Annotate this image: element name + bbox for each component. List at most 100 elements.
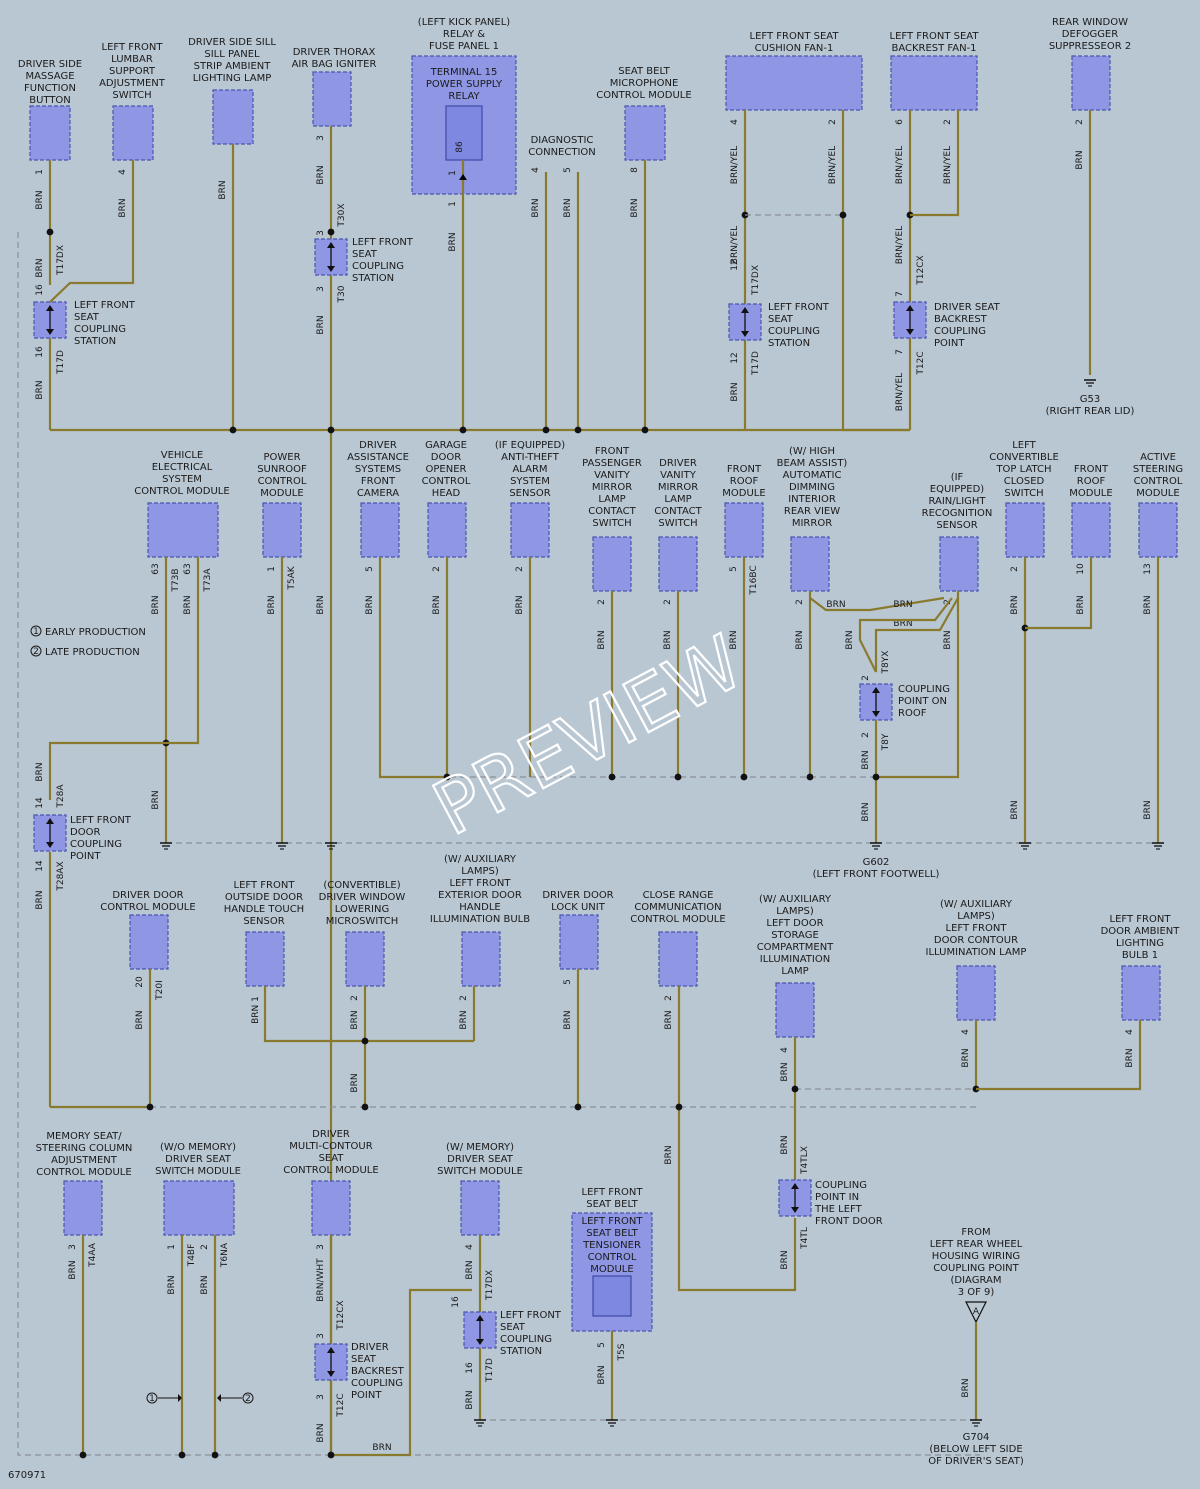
pin-number: 2 <box>795 599 805 605</box>
pin-number: 2 <box>828 119 838 125</box>
wire-color-label: BRN <box>459 1010 469 1029</box>
wire-color-label: BRN <box>1125 1048 1135 1067</box>
coupler-arrow <box>46 329 54 335</box>
connector-id: T12C <box>916 351 926 375</box>
pin-number: 4 <box>1125 1029 1135 1035</box>
pin-number: 13 <box>1143 563 1153 574</box>
driver-massage-button <box>29 105 71 161</box>
pin-number: 63 <box>183 563 193 574</box>
connector-id: T12C <box>336 1393 346 1417</box>
wire-color-label: BRN <box>1075 150 1085 169</box>
coupler-arrow <box>327 1371 335 1377</box>
connector-id: T30X <box>337 203 347 227</box>
splice-node <box>608 773 616 781</box>
splice-node <box>542 426 550 434</box>
pin-number: 2 <box>663 599 673 605</box>
splice-node <box>641 426 649 434</box>
pin-number: 5 <box>597 1342 607 1348</box>
wire-color-label: BRN <box>730 382 740 401</box>
wire <box>378 557 447 779</box>
wire-color-label: BRN <box>465 1260 475 1279</box>
wire-color-label: BRN <box>961 1048 971 1067</box>
memory-seat-switch-module <box>460 1180 500 1236</box>
wire-color-label: BRN <box>118 198 128 217</box>
wire-color-label: BRN <box>465 1390 475 1409</box>
splice-node <box>229 426 237 434</box>
coupler-arrow <box>906 305 914 311</box>
pin-number: 5 <box>729 566 739 572</box>
wire-color-label: BRN <box>1143 595 1153 614</box>
pin-number: 20 <box>135 976 145 988</box>
wire-color-label: BRN <box>943 630 953 649</box>
pin-number: 6 <box>895 119 905 125</box>
pin-number: 2 <box>515 566 525 572</box>
coupler-arrow <box>327 1347 335 1353</box>
coupler-arrow <box>872 687 880 693</box>
pin-number: 2 <box>943 119 953 125</box>
wire-color-label: BRN/YEL <box>895 373 905 411</box>
coupler-arrow <box>741 307 749 313</box>
splice-node <box>740 773 748 781</box>
connector-id: T12CX <box>916 255 926 285</box>
front-camera <box>360 502 400 558</box>
splice-node <box>79 1451 87 1459</box>
pin-number: 1 <box>267 566 277 572</box>
legend-mark: 2 <box>33 647 39 657</box>
wire-color-label: BRN <box>432 595 442 614</box>
wire-color-label: BRN <box>780 1062 790 1081</box>
wire-color-label: BRN <box>845 630 855 649</box>
pin-number: 3 <box>316 135 326 141</box>
wire-color-label: BRN <box>1010 800 1020 819</box>
wire <box>48 557 200 800</box>
thorax-airbag-igniter <box>312 71 352 127</box>
pin-number: 16 <box>465 1362 475 1374</box>
pin-number: 7 <box>895 349 905 355</box>
legend-circle <box>242 1392 254 1404</box>
coupler-arrow <box>476 1315 484 1321</box>
sill-ambient-lamp <box>212 89 254 145</box>
offpage-connector-mark: A <box>973 1307 980 1317</box>
memory-seat-module <box>63 1180 103 1236</box>
connector-id: T17D <box>56 350 66 375</box>
pin-number: 14 <box>35 797 45 809</box>
storage-compartment-lamp <box>775 982 815 1038</box>
pin-number: 4 <box>531 167 541 173</box>
wire-color-label: BRN <box>267 595 277 614</box>
wire-color-label: BRN <box>893 600 912 610</box>
connector-id: T17DX <box>56 245 66 276</box>
multi-contour-seat-module <box>311 1180 351 1236</box>
wire-color-label: BRN <box>597 630 607 649</box>
connector-id: T8YX <box>881 651 891 675</box>
coupler-arrow <box>906 329 914 335</box>
pin-number: 2 <box>861 675 871 681</box>
coupler-arrow <box>46 305 54 311</box>
wire <box>329 1235 472 1457</box>
pin-number: 3 <box>316 230 326 236</box>
pin-number: 1 <box>448 170 458 176</box>
seat-belt-microphone-module <box>624 105 666 161</box>
wire-color-label: BRN <box>316 165 326 184</box>
wire-color-label: BRN <box>826 600 845 610</box>
pin-number: 2 <box>459 995 469 1001</box>
wire-color-label: BRN <box>663 630 673 649</box>
coupler-arrow <box>46 842 54 848</box>
wire-color-label: BRN <box>135 1010 145 1029</box>
legend-circle <box>30 625 42 637</box>
pin-number: 5 <box>365 566 375 572</box>
pin-number: 3 <box>316 1394 326 1400</box>
wire-color-label: BRN <box>1010 595 1020 614</box>
connector-id: T28A <box>56 784 66 809</box>
